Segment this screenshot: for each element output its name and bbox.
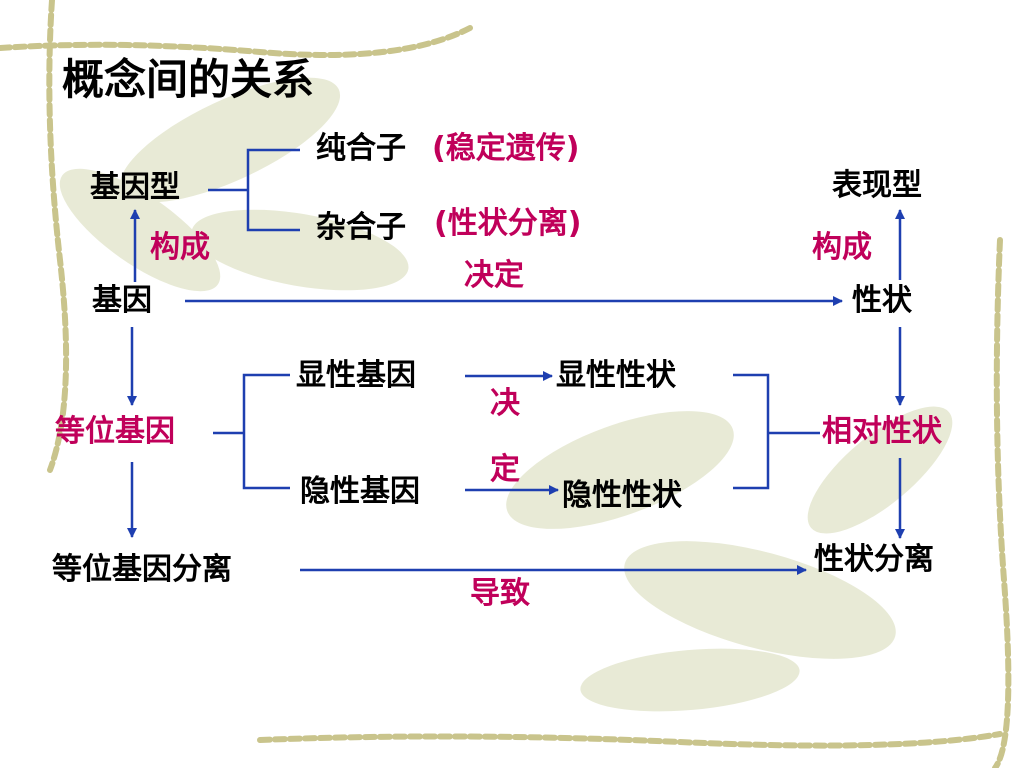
relative-trait-bracket [733, 373, 770, 490]
node-phenotype: 表现型 [832, 168, 922, 203]
node-homozygote: 纯合子 [316, 131, 406, 166]
relation-determine: 决定 [464, 258, 524, 293]
page-title: 概念间的关系 [62, 55, 315, 104]
node-recessive-trait: 隐性性状 [562, 478, 682, 513]
relation-determine-bottom: 定 [490, 452, 520, 487]
node-trait-separation: 性状分离 [814, 542, 934, 577]
node-allele-separation: 等位基因分离 [52, 552, 232, 587]
relation-lead-to: 导致 [470, 576, 530, 611]
note-heterozygote: (性状分离) [434, 206, 582, 241]
node-allele: 等位基因 [55, 414, 175, 449]
note-homozygote: (稳定遗传) [432, 131, 580, 166]
node-dominant-gene: 显性基因 [296, 358, 416, 393]
node-dominant-trait: 显性性状 [556, 358, 676, 393]
node-trait: 性状 [852, 283, 912, 318]
node-gene: 基因 [92, 283, 152, 318]
relation-constitute-left: 构成 [150, 230, 210, 265]
genotype-bracket [246, 148, 300, 232]
node-recessive-gene: 隐性基因 [300, 474, 420, 509]
node-heterozygote: 杂合子 [316, 210, 406, 245]
node-relative-trait: 相对性状 [822, 414, 942, 449]
allele-bracket [242, 373, 290, 490]
node-genotype: 基因型 [90, 170, 180, 205]
relation-constitute-right: 构成 [812, 230, 872, 265]
relation-determine-top: 决 [490, 386, 520, 421]
